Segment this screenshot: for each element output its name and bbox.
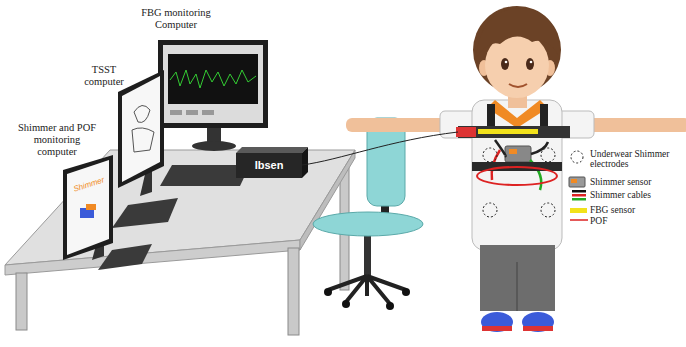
eye — [526, 58, 534, 70]
mouth — [509, 84, 527, 87]
legend-text: Shimmer sensor — [590, 177, 684, 187]
shoe-sole — [482, 326, 512, 331]
shimmer-device — [505, 146, 531, 162]
sensor-sample — [571, 179, 577, 183]
shimmer-cable — [495, 140, 548, 156]
chair-wheel — [402, 288, 410, 296]
monitor-node: FBG monitoring Computer — [158, 40, 268, 128]
desk — [5, 150, 355, 335]
legend-text: POF — [590, 216, 684, 226]
legend-entry: Underwear Shimmer electrodes — [590, 149, 684, 169]
legend-entry: Shimmer sensor — [590, 177, 684, 187]
desk-leg — [288, 248, 299, 335]
legend-swatch — [570, 208, 587, 213]
monitor-label: FBG monitoring Computer — [133, 7, 219, 31]
person — [302, 6, 686, 332]
node-outline — [118, 70, 164, 188]
monitor-node: TSST computer — [118, 70, 164, 188]
legend-text: Underwear Shimmer electrodes — [590, 149, 684, 169]
shoe — [522, 312, 554, 332]
cable-sample — [572, 190, 586, 193]
trouser-seam — [517, 262, 518, 311]
fiber-cable — [302, 132, 458, 165]
brand-label: Ibsen — [236, 159, 302, 171]
eye-highlight — [505, 61, 508, 64]
monitor-stand — [192, 141, 236, 151]
eye-highlight — [530, 61, 533, 64]
legend-entry: FBG sensor — [590, 205, 684, 215]
chair — [313, 118, 423, 310]
legend-samples — [569, 151, 588, 220]
collar — [487, 100, 548, 128]
trousers — [480, 245, 555, 311]
cable-sample — [572, 198, 586, 201]
cable-sample — [572, 194, 586, 197]
eye — [501, 58, 509, 70]
node-outline — [63, 155, 113, 260]
shimmer-device — [509, 149, 517, 154]
keyboard — [112, 198, 178, 228]
hair-fringe — [476, 8, 560, 58]
electrode — [541, 203, 555, 217]
pof-loop — [477, 167, 557, 185]
chair-base — [328, 276, 406, 304]
electrode — [483, 148, 497, 162]
chair-seat — [313, 212, 423, 236]
monitor-frame — [163, 45, 263, 123]
monitor-frame — [158, 40, 268, 128]
shirt — [472, 100, 562, 250]
pof-sample — [570, 219, 588, 221]
box-face — [302, 147, 308, 178]
sensor-sample — [569, 177, 585, 187]
legend-text: Shimmer cables — [590, 190, 684, 200]
interrogator-box: Ibsen — [236, 153, 302, 178]
monitor-frame — [63, 155, 113, 260]
monitor-frame — [122, 76, 160, 182]
chair-wheel — [342, 300, 350, 308]
monitor-node: Shimmer and POF monitoring computerShimm… — [63, 155, 113, 260]
keyboard — [98, 244, 152, 270]
desk-leg — [16, 273, 27, 330]
monitor-frame — [118, 70, 164, 188]
legend-text: FBG sensor — [590, 205, 684, 215]
shoe-sole — [523, 326, 553, 331]
node-outline — [158, 40, 268, 128]
desk-edge — [5, 240, 300, 275]
band-clip — [456, 127, 476, 137]
monitor-frame — [67, 160, 109, 255]
electrode — [541, 148, 555, 162]
chair-wheel — [324, 288, 332, 296]
chair-wheel — [386, 302, 394, 310]
monitor-label: TSST computer — [78, 64, 130, 88]
shoe — [481, 312, 513, 332]
electrode-sample — [571, 151, 583, 163]
electrode — [483, 203, 497, 217]
legend-entry: Shimmer cables — [590, 190, 684, 200]
monitor-label: Shimmer and POF monitoring computer — [15, 122, 99, 158]
fbg-sensor — [478, 129, 538, 134]
legend-entry: POF — [590, 216, 684, 226]
chair-column — [364, 232, 371, 276]
monitor-stand — [207, 127, 221, 143]
